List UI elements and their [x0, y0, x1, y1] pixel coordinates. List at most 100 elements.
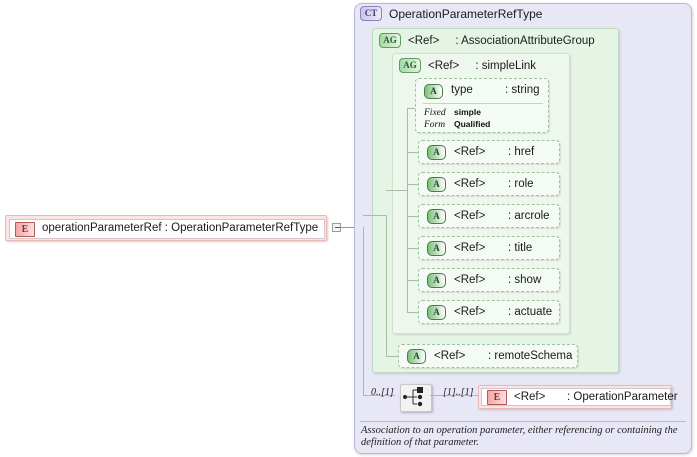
root-element-inner — [9, 219, 325, 239]
attribute-row-type[interactable]: A type : string Fixed simple Form Qualif… — [415, 78, 549, 133]
attribute-typename: title — [514, 242, 533, 254]
attribute-name: <Ref> — [454, 306, 486, 318]
sep: : — [508, 146, 512, 158]
tree-branch-to-sequence — [363, 395, 395, 396]
attribute-name: <Ref> — [454, 242, 486, 254]
sep: : — [508, 178, 512, 190]
root-element-box[interactable]: E operationParameterRef : OperationParam… — [5, 215, 327, 241]
element-badge: E — [15, 222, 35, 237]
attribute-name: <Ref> — [454, 274, 486, 286]
attribute-row-title[interactable]: A <Ref> : title — [418, 236, 560, 260]
attribute-name: <Ref> — [454, 178, 486, 190]
attribute-row-role[interactable]: A <Ref> : role — [418, 172, 560, 196]
tree-branch-outer-in — [363, 215, 386, 216]
attributegroup-outer-typename: AssociationAttributeGroup — [461, 34, 595, 47]
attribute-divider — [423, 103, 543, 104]
tree-branch-title — [407, 248, 418, 249]
attribute-property-row: Form Qualified — [424, 119, 490, 131]
attribute-badge: A — [427, 241, 446, 256]
attribute-property-key: Form — [424, 120, 446, 130]
sep: : — [505, 84, 509, 96]
child-element-inner — [481, 388, 671, 406]
attribute-property-value: Qualified — [454, 119, 491, 129]
complextype-badge: CT — [360, 6, 382, 21]
attribute-property-key: Fixed — [424, 108, 446, 118]
attribute-name: type — [451, 84, 473, 96]
attribute-row-arcrole[interactable]: A <Ref> : arcrole — [418, 204, 560, 228]
attribute-name: <Ref> — [454, 146, 486, 158]
attribute-type: : title — [508, 242, 532, 254]
attributegroup-outer-ref: <Ref> — [408, 34, 440, 47]
choice-connector-glyph — [403, 387, 423, 407]
attribute-badge: A — [427, 209, 446, 224]
cardinality-left: 0..[1] — [371, 387, 394, 398]
sep: : — [567, 391, 571, 403]
attributegroup-inner-ref: <Ref> — [428, 59, 460, 72]
attribute-property-value: simple — [454, 107, 481, 117]
attribute-name: <Ref> — [434, 350, 466, 362]
attribute-property-row: Fixed simple — [424, 107, 490, 119]
connector-line-to-child — [430, 395, 478, 396]
attribute-properties: Fixed simple Form Qualified — [424, 107, 490, 131]
annotation-separator — [360, 421, 686, 422]
attribute-typename: remoteSchema — [494, 350, 573, 362]
tree-branch-type — [407, 108, 415, 109]
sep: : — [508, 274, 512, 286]
attribute-badge: A — [427, 273, 446, 288]
attribute-typename: show — [514, 274, 542, 286]
cardinality-right: [1]..[1] — [443, 387, 474, 398]
choice-connector-icon[interactable] — [400, 384, 432, 412]
sep: : — [508, 210, 512, 222]
tree-branch-actuate — [407, 312, 418, 313]
attribute-badge: A — [424, 84, 443, 99]
sep: : — [488, 350, 492, 362]
attributegroup-badge: AG — [379, 33, 401, 48]
tree-spine-outer — [386, 215, 387, 357]
attribute-badge: A — [427, 177, 446, 192]
annotation-line-1: Association to an operation parameter, e… — [361, 425, 678, 436]
attribute-typename: href — [514, 146, 535, 158]
attribute-name: <Ref> — [454, 210, 486, 222]
sep: : — [508, 306, 512, 318]
tree-branch-arcrole — [407, 216, 418, 217]
tree-branch-remoteschema — [386, 356, 398, 357]
attribute-row-actuate[interactable]: A <Ref> : actuate — [418, 300, 560, 324]
attributegroup-inner-typename: simpleLink — [481, 59, 537, 72]
attribute-type: : arcrole — [508, 210, 550, 222]
complextype-title: OperationParameterRefType — [389, 6, 543, 21]
connector-line-root — [341, 227, 363, 228]
sep: : — [455, 34, 459, 47]
child-element-type: : OperationParameter — [567, 391, 678, 403]
attribute-row-show[interactable]: A <Ref> : show — [418, 268, 560, 292]
attribute-row-href[interactable]: A <Ref> : href — [418, 140, 560, 164]
child-element-typename: OperationParameter — [573, 391, 678, 403]
attribute-type: : show — [508, 274, 541, 286]
attribute-badge: A — [407, 349, 426, 364]
attribute-typename: arcrole — [514, 210, 550, 222]
attribute-type: : string — [505, 84, 540, 96]
complextype-title-row: CT OperationParameterRefType — [360, 6, 542, 21]
expand-collapse-stub[interactable] — [332, 223, 341, 232]
element-badge: E — [487, 390, 507, 405]
attributegroup-outer-title-row: AG <Ref> : AssociationAttributeGroup — [379, 33, 595, 48]
attributegroup-badge: AG — [399, 58, 421, 73]
tree-branch-inner-in — [386, 190, 407, 191]
child-element-name: <Ref> — [514, 391, 546, 403]
tree-branch-href — [407, 152, 418, 153]
annotation-line-2: definition of that parameter. — [361, 437, 479, 448]
sep: : — [508, 242, 512, 254]
attributegroup-inner-title-row: AG <Ref> : simpleLink — [399, 58, 536, 73]
attribute-badge: A — [427, 145, 446, 160]
child-element-box[interactable]: E <Ref> : OperationParameter — [478, 385, 678, 409]
attribute-type: : href — [508, 146, 534, 158]
attribute-typename: actuate — [514, 306, 553, 318]
root-element-label: operationParameterRef : OperationParamet… — [42, 222, 319, 234]
attribute-type: : remoteSchema — [488, 350, 572, 362]
attributegroup-outer-type: : AssociationAttributeGroup — [455, 35, 594, 47]
attribute-type: : role — [508, 178, 534, 190]
attributegroup-inner-type: : simpleLink — [475, 60, 536, 72]
attribute-row-remoteschema[interactable]: A <Ref> : remoteSchema — [398, 344, 578, 368]
tree-branch-role — [407, 184, 418, 185]
tree-spine-main — [363, 227, 364, 395]
